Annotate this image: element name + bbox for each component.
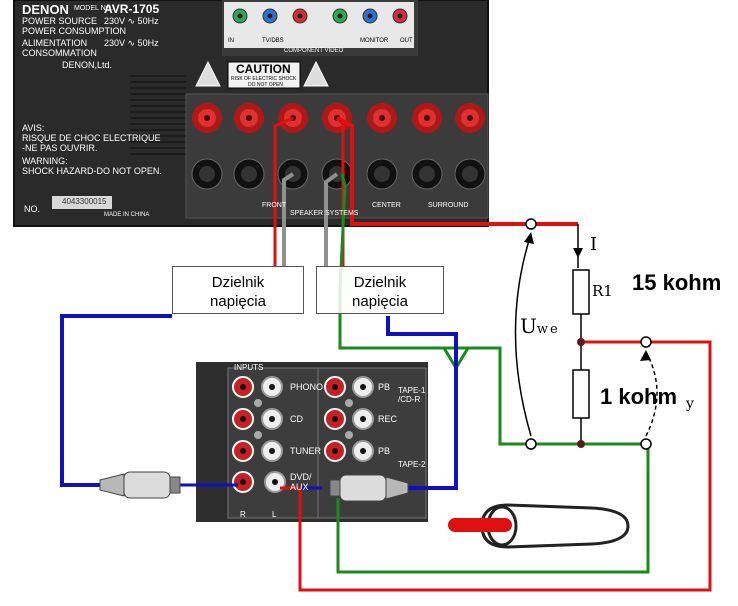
circuit: [514, 218, 658, 450]
tape1-label: TAPE-1 /CD-R: [398, 386, 426, 404]
serial-no-label: NO.: [24, 204, 41, 214]
receiver-model-label: MODEL NO.: [74, 5, 114, 12]
rca-plug-loose: [448, 503, 630, 549]
receiver-brand: DENON: [22, 2, 69, 17]
input-label-cd: CD: [290, 414, 303, 424]
component-video-label: COMPONENT VIDEO: [284, 48, 344, 54]
red-binding-posts: [192, 103, 485, 133]
inputs-title: INPUTS: [234, 363, 264, 372]
blue-wire-right: [386, 316, 458, 490]
warning-triangle-icon-2: [303, 60, 329, 87]
alimentation-label: ALIMENTATION: [22, 38, 88, 48]
voltage-divider-box-2: Dzielnik napięcia: [316, 266, 444, 314]
receiver-maker: DENON,Ltd.: [62, 60, 113, 70]
resistor-r1: [572, 269, 590, 315]
uwy-arrowhead-icon: [640, 350, 651, 361]
resistor-r2: [572, 369, 590, 419]
avis-line-1: AVIS:: [22, 123, 45, 133]
red-output-wire: [280, 340, 712, 592]
node-mid: [577, 338, 585, 346]
terminal-out-plus: [640, 336, 652, 348]
rca-plug-right: [329, 474, 409, 502]
r1-value: 15 kohm: [632, 270, 722, 295]
alimentation-value: 230V ∿ 50Hz: [104, 38, 159, 48]
tv-dbs-label: TV/DBS: [262, 38, 284, 44]
serial-number: 4043300015: [62, 197, 107, 206]
uwy-subscript: y: [686, 396, 694, 412]
black-binding-posts: [191, 158, 486, 190]
input-label-pb-1: PB: [378, 382, 391, 392]
avis-line-3: -NE PAS OUVRIR.: [22, 143, 98, 153]
in-label: IN: [228, 38, 234, 44]
power-consumption-label: POWER CONSUMPTION: [22, 26, 127, 36]
caution-label: [227, 61, 301, 89]
terminal-in-plus: [525, 218, 537, 230]
made-in: MADE IN CHINA: [104, 212, 150, 218]
inputs-panel: [196, 362, 428, 522]
power-source-label: POWER SOURCE: [22, 16, 98, 26]
tape2-label: TAPE-2: [398, 460, 426, 469]
rca-plug-left: [99, 471, 181, 499]
red-input-line: [336, 116, 578, 226]
voltage-divider-box-1: Dzielnik napięcia: [172, 266, 304, 314]
uwe-subscript: we: [536, 322, 560, 337]
blue-wire-left: [60, 314, 172, 487]
green-return-wire: [336, 444, 650, 574]
vent-grille: [130, 75, 186, 155]
input-label-phono: PHONO: [290, 382, 324, 392]
front-label: FRONT: [262, 202, 287, 209]
channel-l-label: L: [272, 510, 277, 519]
input-label-tuner: TUNER: [290, 446, 321, 456]
power-source-value: 230V ∿ 50Hz: [104, 16, 159, 26]
r1-label: R1: [592, 282, 613, 300]
receiver-back-panel: [13, 0, 489, 227]
consommation-label: CONSOMMATION: [22, 48, 97, 58]
uwe-arrow: [514, 233, 532, 437]
serial-sticker: [52, 196, 112, 209]
input-label-dvd-aux: DVD/ AUX: [290, 472, 312, 492]
current-label: I: [590, 234, 598, 255]
terminal-out-minus: [640, 438, 652, 450]
out-label: OUT: [400, 38, 413, 44]
channel-r-label: R: [240, 510, 246, 519]
center-label: CENTER: [372, 202, 401, 209]
warning-line-2: SHOCK HAZARD-DO NOT OPEN.: [22, 166, 162, 176]
uwe-main: U: [520, 314, 537, 338]
gray-wires: [282, 172, 339, 266]
warning-triangle-icon: [195, 60, 221, 87]
current-arrow-icon: [573, 248, 583, 258]
avis-line-2: RISQUE DE CHOC ELECTRIQUE: [22, 133, 161, 143]
green-ground-wire: [338, 173, 648, 446]
terminal-in-minus: [525, 438, 537, 450]
input-label-rec: REC: [378, 414, 398, 424]
monitor-label: MONITOR: [360, 38, 389, 44]
warning-line-1: WARNING:: [22, 156, 68, 166]
surround-label: SURROUND: [428, 202, 469, 209]
r2-value: 1 kohm: [600, 384, 678, 409]
speaker-systems-label: SPEAKER SYSTEMS: [290, 210, 359, 217]
caution-line-1: RISK OF ELECTRIC SHOCK: [231, 76, 297, 82]
uwe-arrowhead-icon: [524, 232, 534, 244]
caution-title: CAUTION: [236, 62, 291, 76]
input-label-pb-2: PB: [378, 446, 391, 456]
caution-line-2: DO NOT OPEN: [248, 82, 283, 88]
uwe-label: Uwe: [520, 314, 560, 338]
receiver-model: AVR-1705: [104, 2, 160, 16]
node-bottom: [577, 440, 585, 448]
